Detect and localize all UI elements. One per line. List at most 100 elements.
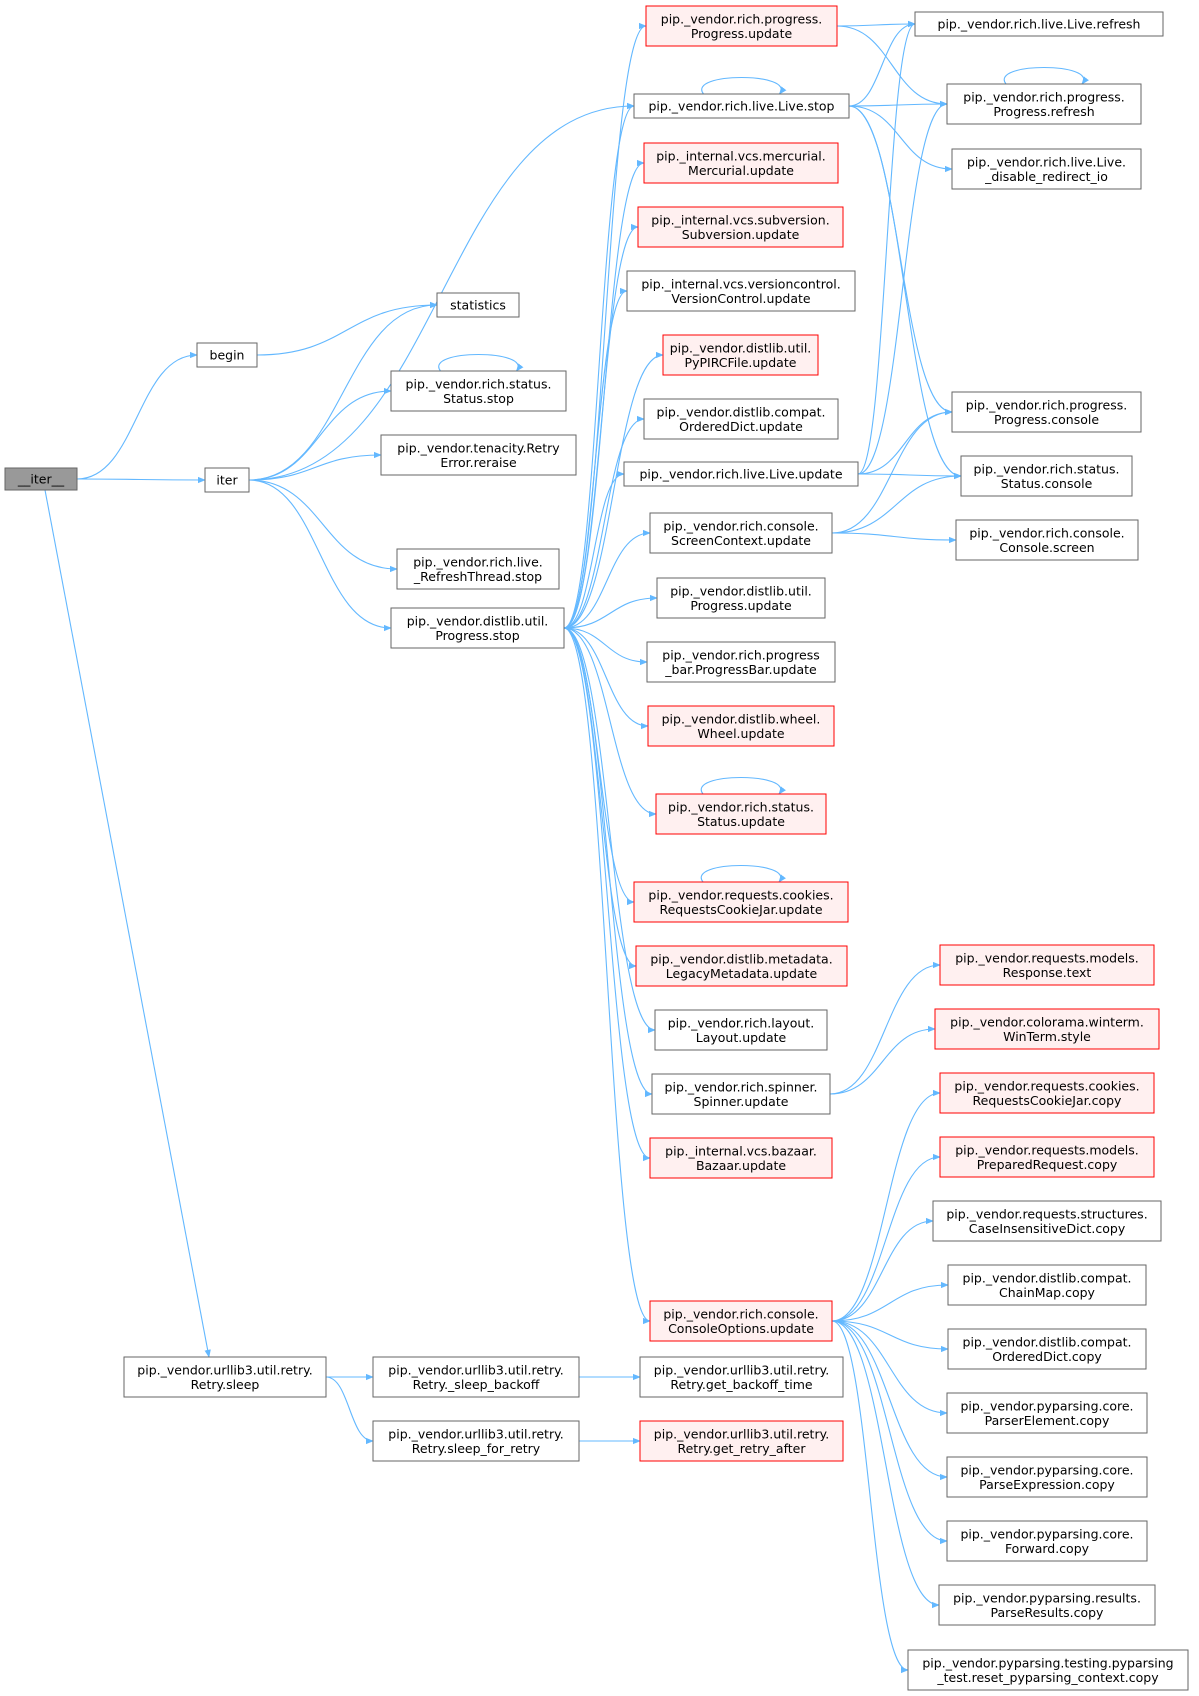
node-label: Response.text bbox=[1003, 965, 1092, 980]
graph-node-pypirc-update[interactable]: pip._vendor.distlib.util.PyPIRCFile.upda… bbox=[662, 334, 819, 376]
graph-node-sleep-for-retry[interactable]: pip._vendor.urllib3.util.retry.Retry.sle… bbox=[372, 1420, 580, 1462]
graph-node-progress-console[interactable]: pip._vendor.rich.progress.Progress.conso… bbox=[951, 391, 1142, 433]
node-box bbox=[649, 1300, 833, 1342]
edge-consoleoptions-update-to-parseresults-copy bbox=[831, 1320, 940, 1609]
graph-node-get-backoff-time[interactable]: pip._vendor.urllib3.util.retry.Retry.get… bbox=[639, 1356, 844, 1398]
graph-node-bazaar-update[interactable]: pip._internal.vcs.bazaar.Bazaar.update bbox=[649, 1137, 833, 1179]
graph-node-winterm-style[interactable]: pip._vendor.colorama.winterm.WinTerm.sty… bbox=[934, 1008, 1160, 1050]
node-label: pip._vendor.rich.layout. bbox=[668, 1015, 814, 1030]
graph-node-wheel-update[interactable]: pip._vendor.distlib.wheel.Wheel.update bbox=[647, 705, 835, 747]
graph-node-response-text[interactable]: pip._vendor.requests.models.Response.tex… bbox=[939, 944, 1155, 986]
graph-node-status-console[interactable]: pip._vendor.rich.status.Status.console bbox=[960, 455, 1133, 497]
graph-node-reset-pyparsing-context[interactable]: pip._vendor.pyparsing.testing.pyparsing_… bbox=[907, 1649, 1189, 1691]
node-label: pip._vendor.rich.status. bbox=[974, 461, 1120, 476]
graph-node-chainmap-copy[interactable]: pip._vendor.distlib.compat.ChainMap.copy bbox=[947, 1264, 1147, 1306]
node-label: pip._vendor.colorama.winterm. bbox=[950, 1014, 1144, 1029]
graph-node-rich-progress-update[interactable]: pip._vendor.rich.progress.Progress.updat… bbox=[645, 5, 838, 47]
node-label: Progress.update bbox=[690, 598, 792, 613]
node-label: RequestsCookieJar.copy bbox=[973, 1093, 1122, 1108]
graph-node-parseresults-copy[interactable]: pip._vendor.pyparsing.results.ParseResul… bbox=[938, 1584, 1156, 1626]
graph-node-versioncontrol-update[interactable]: pip._internal.vcs.versioncontrol.Version… bbox=[626, 270, 856, 312]
node-label: pip._vendor.rich.console. bbox=[969, 525, 1124, 540]
graph-node-progress-refresh[interactable]: pip._vendor.rich.progress.Progress.refre… bbox=[946, 83, 1142, 125]
node-box bbox=[623, 461, 859, 487]
graph-node-statistics[interactable]: statistics bbox=[436, 292, 520, 318]
edge-live-stop-to-status-console bbox=[848, 105, 962, 480]
graph-node-status-stop[interactable]: pip._vendor.rich.status.Status.stop bbox=[390, 370, 567, 412]
edge-progress-stop-to-legacymetadata-update bbox=[563, 627, 637, 970]
node-label: Layout.update bbox=[696, 1030, 787, 1045]
graph-node-subversion-update[interactable]: pip._internal.vcs.subversion.Subversion.… bbox=[637, 206, 844, 248]
node-label: Subversion.update bbox=[682, 227, 800, 242]
graph-node-live-update[interactable]: pip._vendor.rich.live.Live.update bbox=[623, 461, 859, 487]
graph-node-spinner-update[interactable]: pip._vendor.rich.spinner.Spinner.update bbox=[651, 1073, 831, 1115]
node-label: pip._vendor.distlib.util. bbox=[407, 613, 549, 628]
graph-node-distlib-progress-update[interactable]: pip._vendor.distlib.util.Progress.update bbox=[656, 577, 826, 619]
graph-node-ordereddict-copy[interactable]: pip._vendor.distlib.compat.OrderedDict.c… bbox=[947, 1328, 1147, 1370]
node-label: pip._vendor.distlib.metadata. bbox=[650, 951, 832, 966]
graph-node-cookiejar-update[interactable]: pip._vendor.requests.cookies.RequestsCoo… bbox=[633, 881, 849, 923]
node-label: pip._vendor.pyparsing.results. bbox=[953, 1590, 1141, 1605]
node-box bbox=[939, 944, 1155, 986]
edge-begin-to-statistics bbox=[256, 301, 438, 356]
node-label: Wheel.update bbox=[697, 726, 784, 741]
graph-node-refresh-stop[interactable]: pip._vendor.rich.live._RefreshThread.sto… bbox=[396, 548, 560, 590]
graph-node-get-retry-after[interactable]: pip._vendor.urllib3.util.retry.Retry.get… bbox=[639, 1420, 844, 1462]
edge-progress-stop-to-consoleoptions-update bbox=[563, 627, 651, 1325]
node-box bbox=[946, 1520, 1148, 1562]
node-label: ParseResults.copy bbox=[991, 1605, 1105, 1620]
node-label: Progress.update bbox=[691, 26, 793, 41]
node-box bbox=[643, 398, 839, 440]
graph-node-iter[interactable]: iter bbox=[204, 467, 250, 493]
graph-node-live-refresh[interactable]: pip._vendor.rich.live.Live.refresh bbox=[914, 11, 1164, 37]
graph-node-ordereddict-update[interactable]: pip._vendor.distlib.compat.OrderedDict.u… bbox=[643, 398, 839, 440]
node-box bbox=[390, 370, 567, 412]
graph-node-begin[interactable]: begin bbox=[196, 342, 258, 368]
edges-layer bbox=[44, 20, 1089, 1674]
node-label: ScreenContext.update bbox=[671, 533, 811, 548]
node-box bbox=[647, 705, 835, 747]
graph-node-iter-[interactable]: __iter__ bbox=[4, 467, 78, 491]
node-label: Forward.copy bbox=[1005, 1541, 1090, 1556]
node-box bbox=[907, 1649, 1189, 1691]
edge-progress-stop-to-status-update bbox=[563, 627, 657, 818]
node-box bbox=[939, 1136, 1155, 1178]
graph-node-mercurial-update[interactable]: pip._internal.vcs.mercurial.Mercurial.up… bbox=[643, 142, 839, 184]
graph-node-progressbar-update[interactable]: pip._vendor.rich.progress_bar.ProgressBa… bbox=[646, 641, 836, 683]
graph-node-sleep-backoff[interactable]: pip._vendor.urllib3.util.retry.Retry._sl… bbox=[372, 1356, 580, 1398]
node-box bbox=[946, 83, 1142, 125]
graph-node-progress-stop[interactable]: pip._vendor.distlib.util.Progress.stop bbox=[390, 607, 565, 649]
node-label: Retry.get_retry_after bbox=[677, 1441, 806, 1456]
node-label: pip._vendor.rich.progress. bbox=[966, 397, 1127, 412]
graph-node-screencontext-update[interactable]: pip._vendor.rich.console.ScreenContext.u… bbox=[649, 512, 833, 554]
graph-node-caseinsensitivedict-copy[interactable]: pip._vendor.requests.structures.CaseInse… bbox=[932, 1200, 1162, 1242]
node-label: WinTerm.style bbox=[1003, 1029, 1091, 1044]
node-label: VersionControl.update bbox=[671, 291, 810, 306]
node-label: PyPIRCFile.update bbox=[685, 355, 797, 370]
node-label: Mercurial.update bbox=[688, 163, 794, 178]
graph-node-sleep[interactable]: pip._vendor.urllib3.util.retry.Retry.sle… bbox=[123, 1356, 327, 1398]
node-label: pip._vendor.requests.models. bbox=[955, 950, 1139, 965]
graph-node-cookiejar-copy[interactable]: pip._vendor.requests.cookies.RequestsCoo… bbox=[939, 1072, 1155, 1114]
edge-progress-stop-to-pypirc-update bbox=[563, 351, 664, 629]
edge-consoleoptions-update-to-forward-copy bbox=[831, 1320, 948, 1545]
graph-node-legacymetadata-update[interactable]: pip._vendor.distlib.metadata.LegacyMetad… bbox=[635, 945, 848, 987]
node-label: iter bbox=[216, 473, 238, 488]
graph-node-parserelement-copy[interactable]: pip._vendor.pyparsing.core.ParserElement… bbox=[946, 1392, 1148, 1434]
graph-node-live-stop[interactable]: pip._vendor.rich.live.Live.stop bbox=[633, 93, 850, 119]
node-box bbox=[633, 93, 850, 119]
graph-node-parseexpression-copy[interactable]: pip._vendor.pyparsing.core.ParseExpressi… bbox=[946, 1456, 1148, 1498]
edge-rich-progress-update-to-progress-refresh bbox=[836, 25, 948, 108]
graph-node-status-update[interactable]: pip._vendor.rich.status.Status.update bbox=[655, 793, 827, 835]
graph-node-console-screen[interactable]: pip._vendor.rich.console.Console.screen bbox=[955, 519, 1139, 561]
node-box bbox=[947, 1328, 1147, 1370]
graph-node-layout-update[interactable]: pip._vendor.rich.layout.Layout.update bbox=[654, 1009, 828, 1051]
edge-spinner-update-to-response-text bbox=[829, 961, 941, 1095]
edge-progress-stop-to-bazaar-update bbox=[563, 627, 651, 1162]
graph-node-consoleoptions-update[interactable]: pip._vendor.rich.console.ConsoleOptions.… bbox=[649, 1300, 833, 1342]
graph-node-preparedrequest-copy[interactable]: pip._vendor.requests.models.PreparedRequ… bbox=[939, 1136, 1155, 1178]
graph-node-forward-copy[interactable]: pip._vendor.pyparsing.core.Forward.copy bbox=[946, 1520, 1148, 1562]
graph-node-disable-redirect-io[interactable]: pip._vendor.rich.live.Live._disable_redi… bbox=[951, 148, 1142, 190]
node-label: pip._vendor.rich.progress. bbox=[963, 89, 1124, 104]
